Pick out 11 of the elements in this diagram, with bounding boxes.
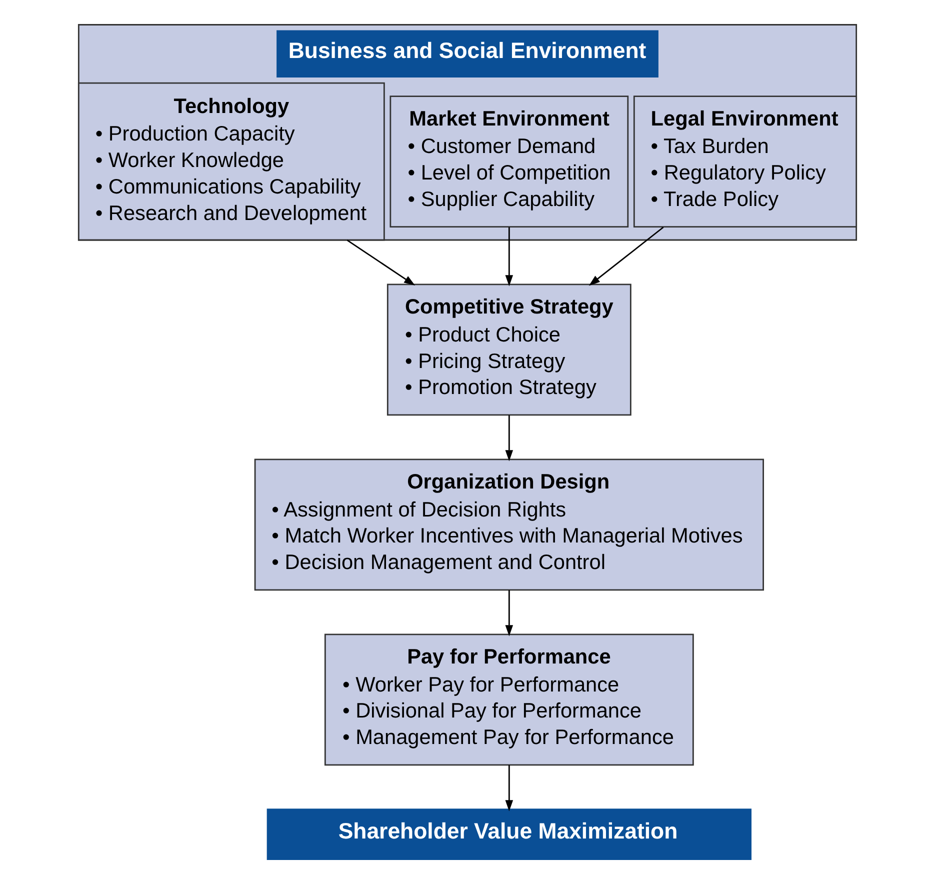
node-box: Competitive Strategy • Product Choice • Pricing Strategy • Promotion Strategy	[386, 284, 631, 416]
node-box: Legal Environment • Tax Burden • Regulatory Policy • Trade Policy	[632, 96, 857, 228]
node-box: Technology • Production Capacity • Worker Knowledge • Communications Capability • Research and Development	[77, 82, 384, 241]
arrow	[504, 415, 513, 462]
arrow	[504, 227, 513, 286]
node-box: Pay for Performance • Worker Pay for Performance • Divisional Pay for Performance • Management Pay for Performance	[324, 634, 694, 766]
arrow	[346, 240, 415, 286]
node-box: Market Environment • Customer Demand • Level of Competition • Supplier Capability	[389, 96, 628, 228]
node-box: Organization Design • Assignment of Decision Rights • Match Worker Incentives with Managerial Motives • Decision Management and Control	[254, 458, 764, 591]
arrow	[504, 765, 513, 812]
arrow	[504, 590, 513, 636]
